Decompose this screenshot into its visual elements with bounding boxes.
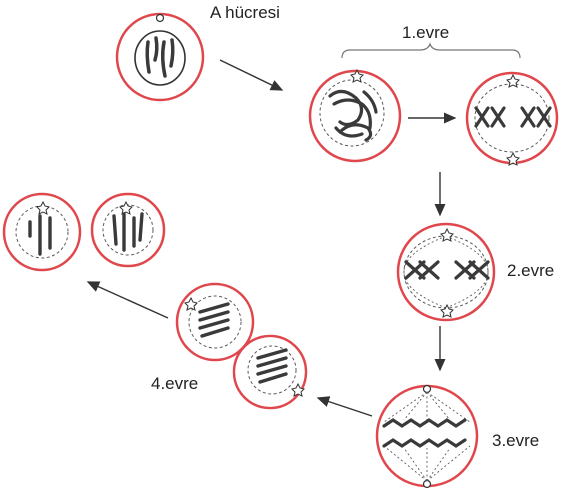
stage4-dividing-cells xyxy=(175,282,308,410)
label-stage-2: 2.evre xyxy=(507,261,555,280)
daughter-cell-2 xyxy=(90,192,166,268)
stage2-cell xyxy=(396,222,496,322)
cell-a xyxy=(115,12,205,102)
arrow-stage3-to-stage4 xyxy=(316,396,373,417)
arrow-a-to-stage1 xyxy=(219,59,284,91)
stage1-metaphase-cell xyxy=(465,71,559,166)
label-stage-3: 3.evre xyxy=(492,431,540,450)
arrow-stage4-to-daughters xyxy=(86,281,169,319)
label-cell-a: A hücresi xyxy=(210,3,280,22)
stage3-cell xyxy=(375,384,479,489)
stage-1-bracket xyxy=(341,42,521,59)
stage1-prophase-cell xyxy=(308,68,402,163)
daughter-cell-1 xyxy=(2,192,82,272)
label-stage-4: 4.evre xyxy=(151,374,199,393)
label-stage-1: 1.evre xyxy=(402,23,450,42)
